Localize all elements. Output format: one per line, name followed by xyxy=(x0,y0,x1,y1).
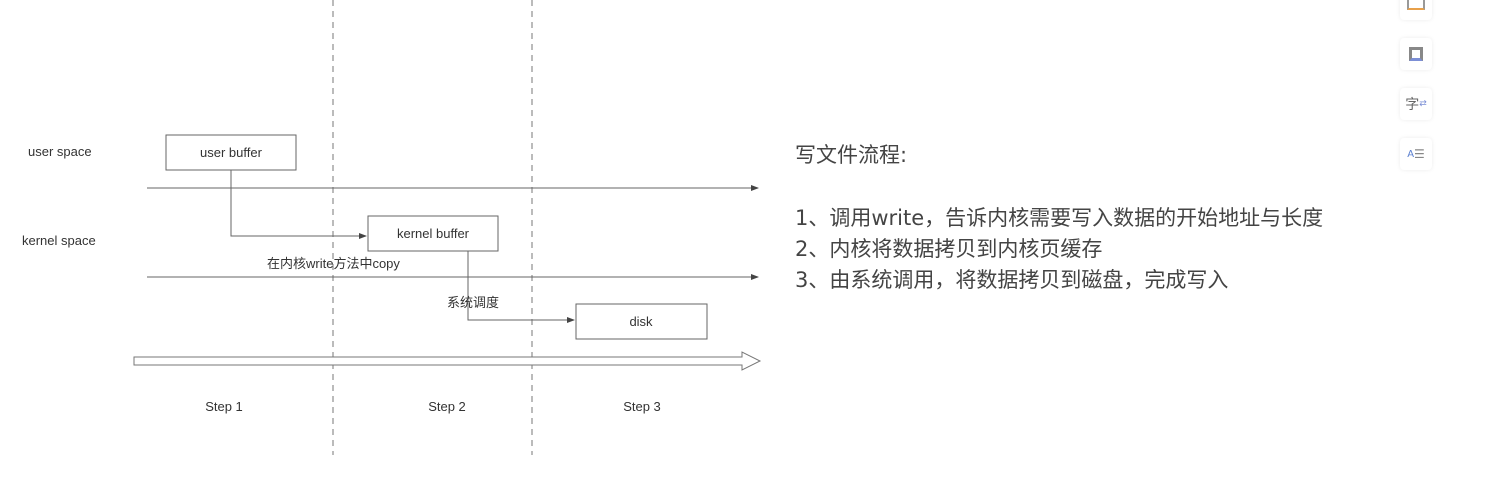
kernel-space-label: kernel space xyxy=(22,233,96,248)
notes-item: 1、调用write，告诉内核需要写入数据的开始地址与长度 xyxy=(795,206,1324,230)
step-3-label: Step 3 xyxy=(623,399,661,414)
user-buffer-label: user buffer xyxy=(200,145,263,160)
schedule-label: 系统调度 xyxy=(447,295,499,310)
notes-item: 2、内核将数据拷贝到内核页缓存 xyxy=(795,237,1103,261)
kernel-buffer-box[interactable] xyxy=(367,215,499,252)
copy-label: 在内核write方法中copy xyxy=(267,256,400,271)
font-glyph: 字 xyxy=(1405,97,1420,113)
user-space-label: user space xyxy=(28,144,92,159)
disk-box[interactable] xyxy=(575,303,708,340)
kernel-buffer-label: kernel buffer xyxy=(397,226,470,241)
notes-item: 3、由系统调用，将数据拷贝到磁盘，完成写入 xyxy=(795,268,1229,292)
disk-label: disk xyxy=(629,314,653,329)
timeline-arrow xyxy=(133,351,762,371)
schedule-arrow xyxy=(467,251,575,323)
write-flow-notes: 写文件流程: 1、调用write，告诉内核需要写入数据的开始地址与长度 2、内核… xyxy=(795,140,1323,296)
frame-icon[interactable] xyxy=(1400,38,1432,70)
step-1-label: Step 1 xyxy=(205,399,243,414)
mail-icon[interactable] xyxy=(1400,0,1432,20)
translate-icon[interactable]: A☰ xyxy=(1400,138,1432,170)
copy-arrow xyxy=(230,170,367,239)
font-icon[interactable]: 字⇄ xyxy=(1400,88,1432,120)
notes-title: 写文件流程: xyxy=(795,143,908,167)
side-toolbar: 字⇄ A☰ xyxy=(1400,0,1436,188)
step-2-label: Step 2 xyxy=(428,399,466,414)
